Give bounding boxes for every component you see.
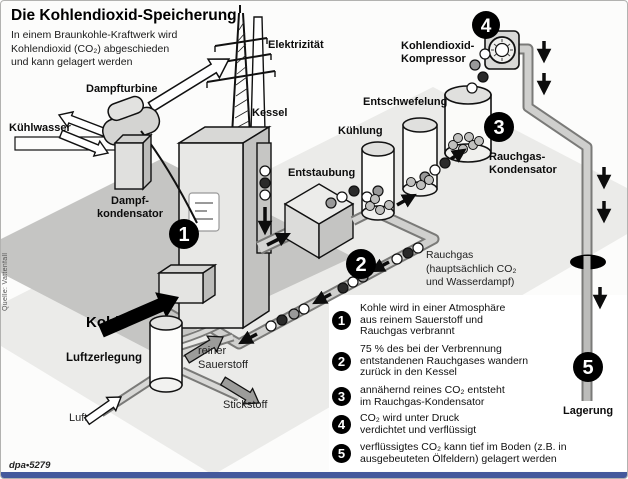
label-co2-compressor-line1: Kohlendioxid- xyxy=(401,40,475,52)
step-5-line-1: verflüssigtes CO₂ kann tief im Boden (z.… xyxy=(360,441,567,453)
label-flue-gas: Rauchgas (hauptsächlich CO₂ und Wasserda… xyxy=(426,249,516,290)
air-in-arrow xyxy=(83,396,123,426)
subtitle-line-1: In einem Braunkohle-Kraftwerk wird xyxy=(11,29,178,41)
label-flue-gas-condenser-line1: Rauchgas- xyxy=(489,151,546,163)
svg-text:2: 2 xyxy=(355,254,366,276)
badge-step-5: 5 xyxy=(573,352,603,382)
label-flue-gas-line3: und Wasserdampf) xyxy=(426,276,515,288)
svg-text:4: 4 xyxy=(481,16,492,37)
svg-text:3: 3 xyxy=(493,117,504,139)
step-2-line-2: entstandenen Rauchgases wandern xyxy=(360,354,529,367)
co2-compressor xyxy=(484,30,520,70)
label-co2-compressor: Kohlendioxid- Kompressor xyxy=(401,40,474,65)
label-air: Luft xyxy=(69,412,88,424)
cooling-water-in-arrow xyxy=(58,129,110,157)
label-steam-turbine: Dampfturbine xyxy=(86,83,158,95)
label-co2-compressor-line2: Kompressor xyxy=(401,52,466,65)
subtitle: In einem Braunkohle-Kraftwerk wird Kohle… xyxy=(11,29,177,70)
legend-badge-4: 4 xyxy=(332,415,351,434)
subtitle-line-2: Kohlendioxid (CO₂) abgeschieden xyxy=(11,42,170,55)
label-pure-oxygen: reiner Sauerstoff xyxy=(198,345,248,372)
badge-step-2: 2 xyxy=(346,249,376,279)
step-1-line-1: Kohle wird in einer Atmosphäre xyxy=(360,302,506,314)
coal-arrow xyxy=(98,292,179,338)
air-separation-column xyxy=(149,315,183,393)
svg-text:5: 5 xyxy=(582,357,593,379)
label-air-separation: Luftzerlegung xyxy=(66,352,143,364)
legend-badge-2: 2 xyxy=(332,351,351,371)
diagram-step-badges: 1 2 3 4 5 xyxy=(169,11,603,382)
label-steam-condenser-line2: kondensator xyxy=(96,207,163,220)
page-title: Die Kohlendioxid-Speicherung xyxy=(11,7,237,24)
legend-step-2: 2 75 % des bei der Verbrennung entstande… xyxy=(332,343,624,379)
gas-molecules xyxy=(259,48,491,332)
label-flue-gas-condenser-line2: Kondensator xyxy=(489,163,557,176)
label-steam-condenser: Dampf- kondensator xyxy=(91,195,169,220)
label-electricity: Elektrizität xyxy=(268,39,324,51)
legend-badge-3: 3 xyxy=(332,387,351,406)
legend-badge-1: 1 xyxy=(332,310,351,330)
cooling-water-out-arrow xyxy=(57,110,109,138)
step-1-line-3: Rauchgas verbrannt xyxy=(360,325,455,337)
legend-step-3: 3 annähernd reines CO₂ entsteht im Rauch… xyxy=(332,384,624,408)
label-nitrogen: Stickstoff xyxy=(223,399,268,411)
step-2-line-1: 75 % des bei der Verbrennung xyxy=(360,343,502,355)
label-pure-oxygen-line1: reiner xyxy=(198,345,227,357)
co2-storage-pipeline xyxy=(513,43,593,401)
label-dust-removal: Entstaubung xyxy=(288,167,356,179)
label-boiler: Kessel xyxy=(252,107,288,119)
label-desulphurisation: Entschwefelung xyxy=(363,96,448,108)
badge-step-3: 3 xyxy=(484,112,514,142)
subtitle-line-3: und kann gelagert werden xyxy=(11,56,133,68)
badge-step-1: 1 xyxy=(169,219,199,249)
badge-step-4: 4 xyxy=(472,11,500,39)
legend-badge-5: 5 xyxy=(332,444,351,463)
label-pure-oxygen-line2: Sauerstoff xyxy=(198,358,248,371)
legend-step-1: 1 Kohle wird in einer Atmosphäre aus rei… xyxy=(332,302,624,338)
power-pylon xyxy=(206,5,276,136)
label-cooling-water: Kühlwasser xyxy=(9,122,71,134)
bottom-accent-bar xyxy=(1,472,627,478)
oxygen-arrow xyxy=(183,335,224,364)
platform-dark xyxy=(1,159,353,351)
svg-text:1: 1 xyxy=(178,224,189,246)
step-1-line-2: aus reinem Sauerstoff und xyxy=(360,313,483,326)
step-3-line-2: im Rauchgas-Kondensator xyxy=(360,395,485,408)
agency-credit: dpa•5279 xyxy=(9,460,51,471)
step-4-line-1: CO₂ wird unter Druck xyxy=(360,412,460,424)
label-flue-gas-condenser: Rauchgas- Kondensator xyxy=(489,151,557,176)
electricity-arrow xyxy=(147,58,231,113)
source-credit: Quelle: Vattenfall xyxy=(2,252,9,311)
legend-step-5: 5 verflüssigtes CO₂ kann tief im Boden (… xyxy=(332,441,624,465)
step-5-line-2: ausgebeuteten Ölfeldern) gelagert werden xyxy=(360,452,557,465)
flow-arrows xyxy=(238,41,612,345)
steam-condenser xyxy=(113,133,153,191)
legend-step-4: 4 CO₂ wird unter Druck verdichtet und ve… xyxy=(332,412,624,436)
nitrogen-arrow xyxy=(219,376,260,405)
label-steam-condenser-line1: Dampf- xyxy=(111,195,149,207)
label-cooling: Kühlung xyxy=(338,125,383,137)
label-storage: Lagerung xyxy=(563,405,614,417)
step-3-line-1: annähernd reines CO₂ entsteht xyxy=(360,384,505,396)
step-4-line-2: verdichtet und verflüssigt xyxy=(360,423,477,436)
legend-panel xyxy=(329,295,627,471)
label-coal: Kohle xyxy=(86,314,128,331)
step-2-line-3: zurück in den Kessel xyxy=(360,366,457,378)
label-flue-gas-line2: (hauptsächlich CO₂ xyxy=(426,262,517,275)
label-flue-gas-line1: Rauchgas xyxy=(426,249,474,261)
flue-gas-condenser-vessel xyxy=(444,85,492,163)
